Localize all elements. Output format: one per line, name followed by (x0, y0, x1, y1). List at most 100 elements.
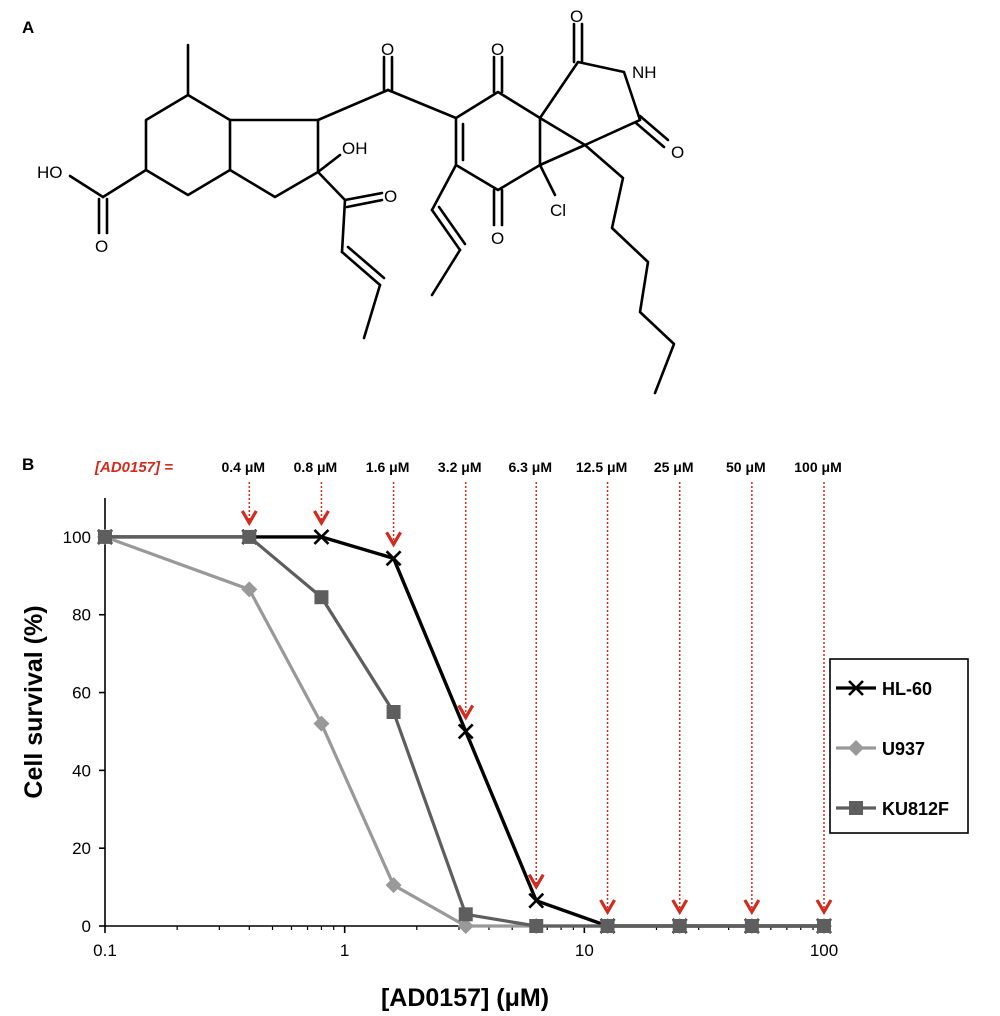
concentration-arrow-head (457, 704, 475, 721)
y-tick-label: 40 (72, 761, 91, 780)
data-point-x (848, 680, 864, 696)
data-point-diamond (457, 918, 474, 934)
atom-o-quinone-top: O (491, 40, 504, 59)
chart-axes: 0 20 40 60 80 100 0.1 1 10 100 (63, 498, 838, 960)
concentration-arrow-head (599, 899, 616, 916)
concentration-arrow-head (527, 873, 545, 890)
series-line (105, 535, 824, 928)
data-point-x (528, 892, 545, 909)
data-point-square (314, 590, 329, 605)
concentration-arrow-head (385, 531, 402, 548)
data-point-square (529, 919, 544, 933)
x-tick-label: 1 (340, 941, 349, 960)
bond-cyclopropane-1 (538, 116, 587, 147)
data-point-x (313, 528, 330, 545)
bond-ring-succinimide (538, 60, 642, 147)
bond-crotonyl-o-2 (345, 198, 384, 209)
bond-c-to-crotonyl (316, 170, 347, 202)
series-hl60 (97, 528, 832, 934)
series-ku812f (98, 529, 831, 933)
data-point-square (600, 919, 615, 933)
concentration-label: 3.2 μM (438, 459, 482, 475)
data-point-square (672, 919, 687, 933)
bond-propenyl-2 (430, 208, 462, 252)
atom-o-carboxyl: O (95, 237, 108, 256)
y-tick-label: 100 (63, 528, 91, 547)
concentration-prefix: [AD0157] = (94, 459, 173, 476)
concentration-annotations: 0.4 μM 0.8 μM 1.6 μM 3.2 μM 6.3 μM 12.5 μM 25 … (221, 459, 842, 916)
atom-o-crotonyl: O (384, 187, 397, 206)
x-axis-title: [AD0157] (μM) (381, 984, 549, 1012)
concentration-arrow-head (671, 899, 689, 916)
bond-c-oh (68, 174, 105, 199)
atom-oh: OH (342, 139, 368, 158)
atom-o-ketone: O (381, 40, 394, 59)
data-point-square (98, 529, 112, 544)
concentration-label: 1.6 μM (366, 459, 410, 475)
bond-ring-cyclopentane (228, 118, 320, 199)
concentration-arrow-head (240, 510, 258, 527)
x-tick-label: 100 (810, 941, 838, 960)
legend-label: KU812F (882, 799, 949, 819)
bond-hexyl-chain (583, 143, 676, 395)
x-tick-label: 0.1 (93, 941, 117, 960)
bond-imide-o-right-1 (638, 114, 670, 142)
data-point-square (458, 907, 473, 922)
y-tick-label: 80 (72, 606, 91, 625)
legend-label: U937 (882, 739, 925, 759)
atom-o-imide-top: O (570, 7, 583, 26)
y-axis-title: Cell survival (%) (20, 605, 48, 798)
data-point-diamond (385, 877, 402, 894)
y-tick-label: 0 (82, 917, 91, 936)
data-point-square (386, 705, 401, 719)
concentration-label: 100 μM (794, 459, 841, 475)
concentration-label: 0.8 μM (294, 459, 338, 475)
data-point-square (817, 919, 831, 933)
bond-c-cl (538, 163, 557, 197)
data-point-x (457, 723, 474, 740)
panel-b-label: B (22, 455, 34, 474)
bond-crotonyl-2b (346, 245, 386, 280)
data-point-diamond (848, 740, 864, 756)
bond-ring-to-cooh (101, 168, 148, 199)
bond-ring-cyclohexane (144, 93, 232, 197)
concentration-label: 50 μM (726, 459, 766, 475)
data-point-diamond (313, 715, 330, 732)
bond-ring-quinone (454, 90, 542, 192)
legend-label: HL-60 (882, 679, 932, 699)
atom-o-imide-right: O (671, 143, 684, 162)
bond-imide-o-right-2 (634, 121, 666, 149)
concentration-label: 12.5 μM (576, 459, 627, 475)
data-point-diamond (241, 581, 258, 598)
concentration-arrow-head (815, 899, 833, 916)
data-point-square (849, 801, 863, 815)
bond-crotonyl-1 (340, 198, 347, 254)
panel-a-label: A (22, 18, 34, 37)
data-point-x (385, 550, 402, 567)
bond-propenyl-1 (430, 163, 458, 212)
bond-cyclopropane-2 (538, 143, 587, 167)
atom-o-quinone-bottom: O (491, 229, 504, 248)
bond-carbonyl-to-ring (386, 88, 458, 120)
bond-propenyl-2b (437, 205, 467, 246)
x-tick-label: 10 (575, 941, 594, 960)
concentration-label: 6.3 μM (508, 459, 552, 475)
bond-c-hydroxyl (316, 153, 342, 174)
atom-labels: O O O NH O OH HO O O O Cl (37, 7, 684, 256)
bond-crotonyl-2 (340, 250, 382, 287)
atom-cl: Cl (550, 201, 566, 220)
data-point-square (242, 529, 257, 544)
y-tick-label: 20 (72, 839, 91, 858)
bond-ring-to-carbonyl (316, 88, 390, 122)
concentration-arrow-head (743, 899, 761, 916)
atom-nh: NH (632, 63, 657, 82)
bond-propenyl-3 (430, 248, 462, 297)
y-tick-label: 60 (72, 684, 91, 703)
bond-crotonyl-o-1 (343, 191, 384, 202)
concentration-label: 0.4 μM (221, 459, 265, 475)
concentration-label: 25 μM (654, 459, 694, 475)
dose-response-chart: 0.4 μM 0.8 μM 1.6 μM 3.2 μM 6.3 μM 12.5 μM 25 … (20, 459, 969, 1012)
chart-series (97, 528, 832, 934)
